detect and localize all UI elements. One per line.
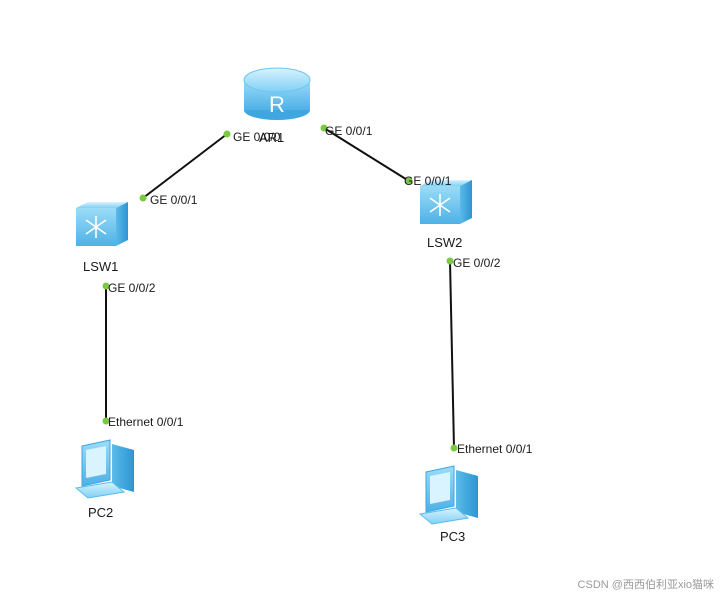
port-label-lsw1-down: GE 0/0/2 <box>108 281 156 295</box>
port-dot <box>102 417 110 425</box>
device-label-ar1: AR1 <box>259 130 285 145</box>
port-label-ar1-left: GE 0/0/0 <box>233 130 281 144</box>
port-label-pc3-eth: Ethernet 0/0/1 <box>457 442 533 456</box>
device-label-lsw1: LSW1 <box>83 259 119 274</box>
port-label-lsw1-up: GE 0/0/1 <box>150 193 198 207</box>
switch-lsw2-icon[interactable] <box>420 180 472 224</box>
link-ar1-lsw1[interactable] <box>142 133 228 199</box>
port-dot <box>405 177 413 185</box>
pc2-icon[interactable] <box>74 439 134 499</box>
device-label-pc2: PC2 <box>88 505 114 520</box>
port-dot <box>102 282 110 290</box>
port-label-pc2-eth: Ethernet 0/0/1 <box>108 415 184 429</box>
link-lsw2-pc3[interactable] <box>449 260 455 449</box>
port-dot <box>446 257 454 265</box>
port-label-lsw2-down: GE 0/0/2 <box>453 256 501 270</box>
link-ar1-lsw2[interactable] <box>323 127 410 182</box>
watermark: CSDN @西西伯利亚xio猫咪 <box>577 579 714 591</box>
port-dot <box>320 124 328 132</box>
router-glyph: R <box>269 92 285 117</box>
port-dot <box>223 130 231 138</box>
router-icon[interactable]: R <box>243 67 311 120</box>
port-dot <box>139 194 147 202</box>
port-dot <box>450 444 458 452</box>
switch-lsw1-icon[interactable] <box>76 202 128 246</box>
port-label-ar1-right: GE 0/0/1 <box>325 124 373 138</box>
pc3-icon[interactable] <box>418 465 478 525</box>
port-label-lsw2-up: GE 0/0/1 <box>404 174 452 188</box>
device-label-pc3: PC3 <box>440 529 466 544</box>
device-label-lsw2: LSW2 <box>427 235 463 250</box>
